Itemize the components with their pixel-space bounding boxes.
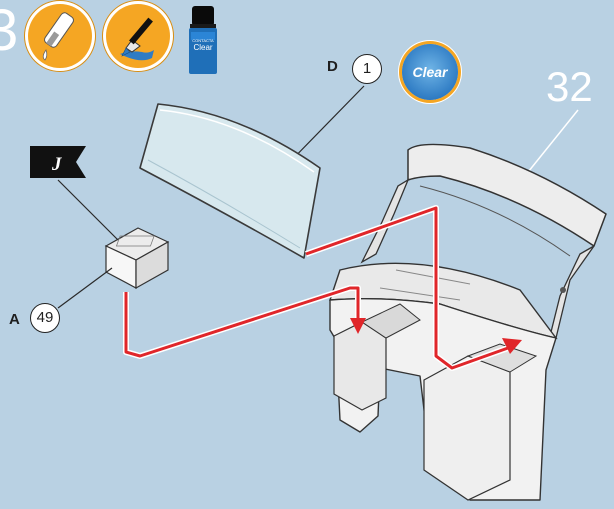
cab-body-part: [330, 144, 606, 500]
flag-leader-line: [58, 180, 118, 240]
windscreen-part: [140, 104, 320, 258]
flag-marker: J: [30, 146, 86, 178]
flag-label-glyph: J: [51, 154, 62, 175]
cube-leader-line: [58, 268, 112, 308]
